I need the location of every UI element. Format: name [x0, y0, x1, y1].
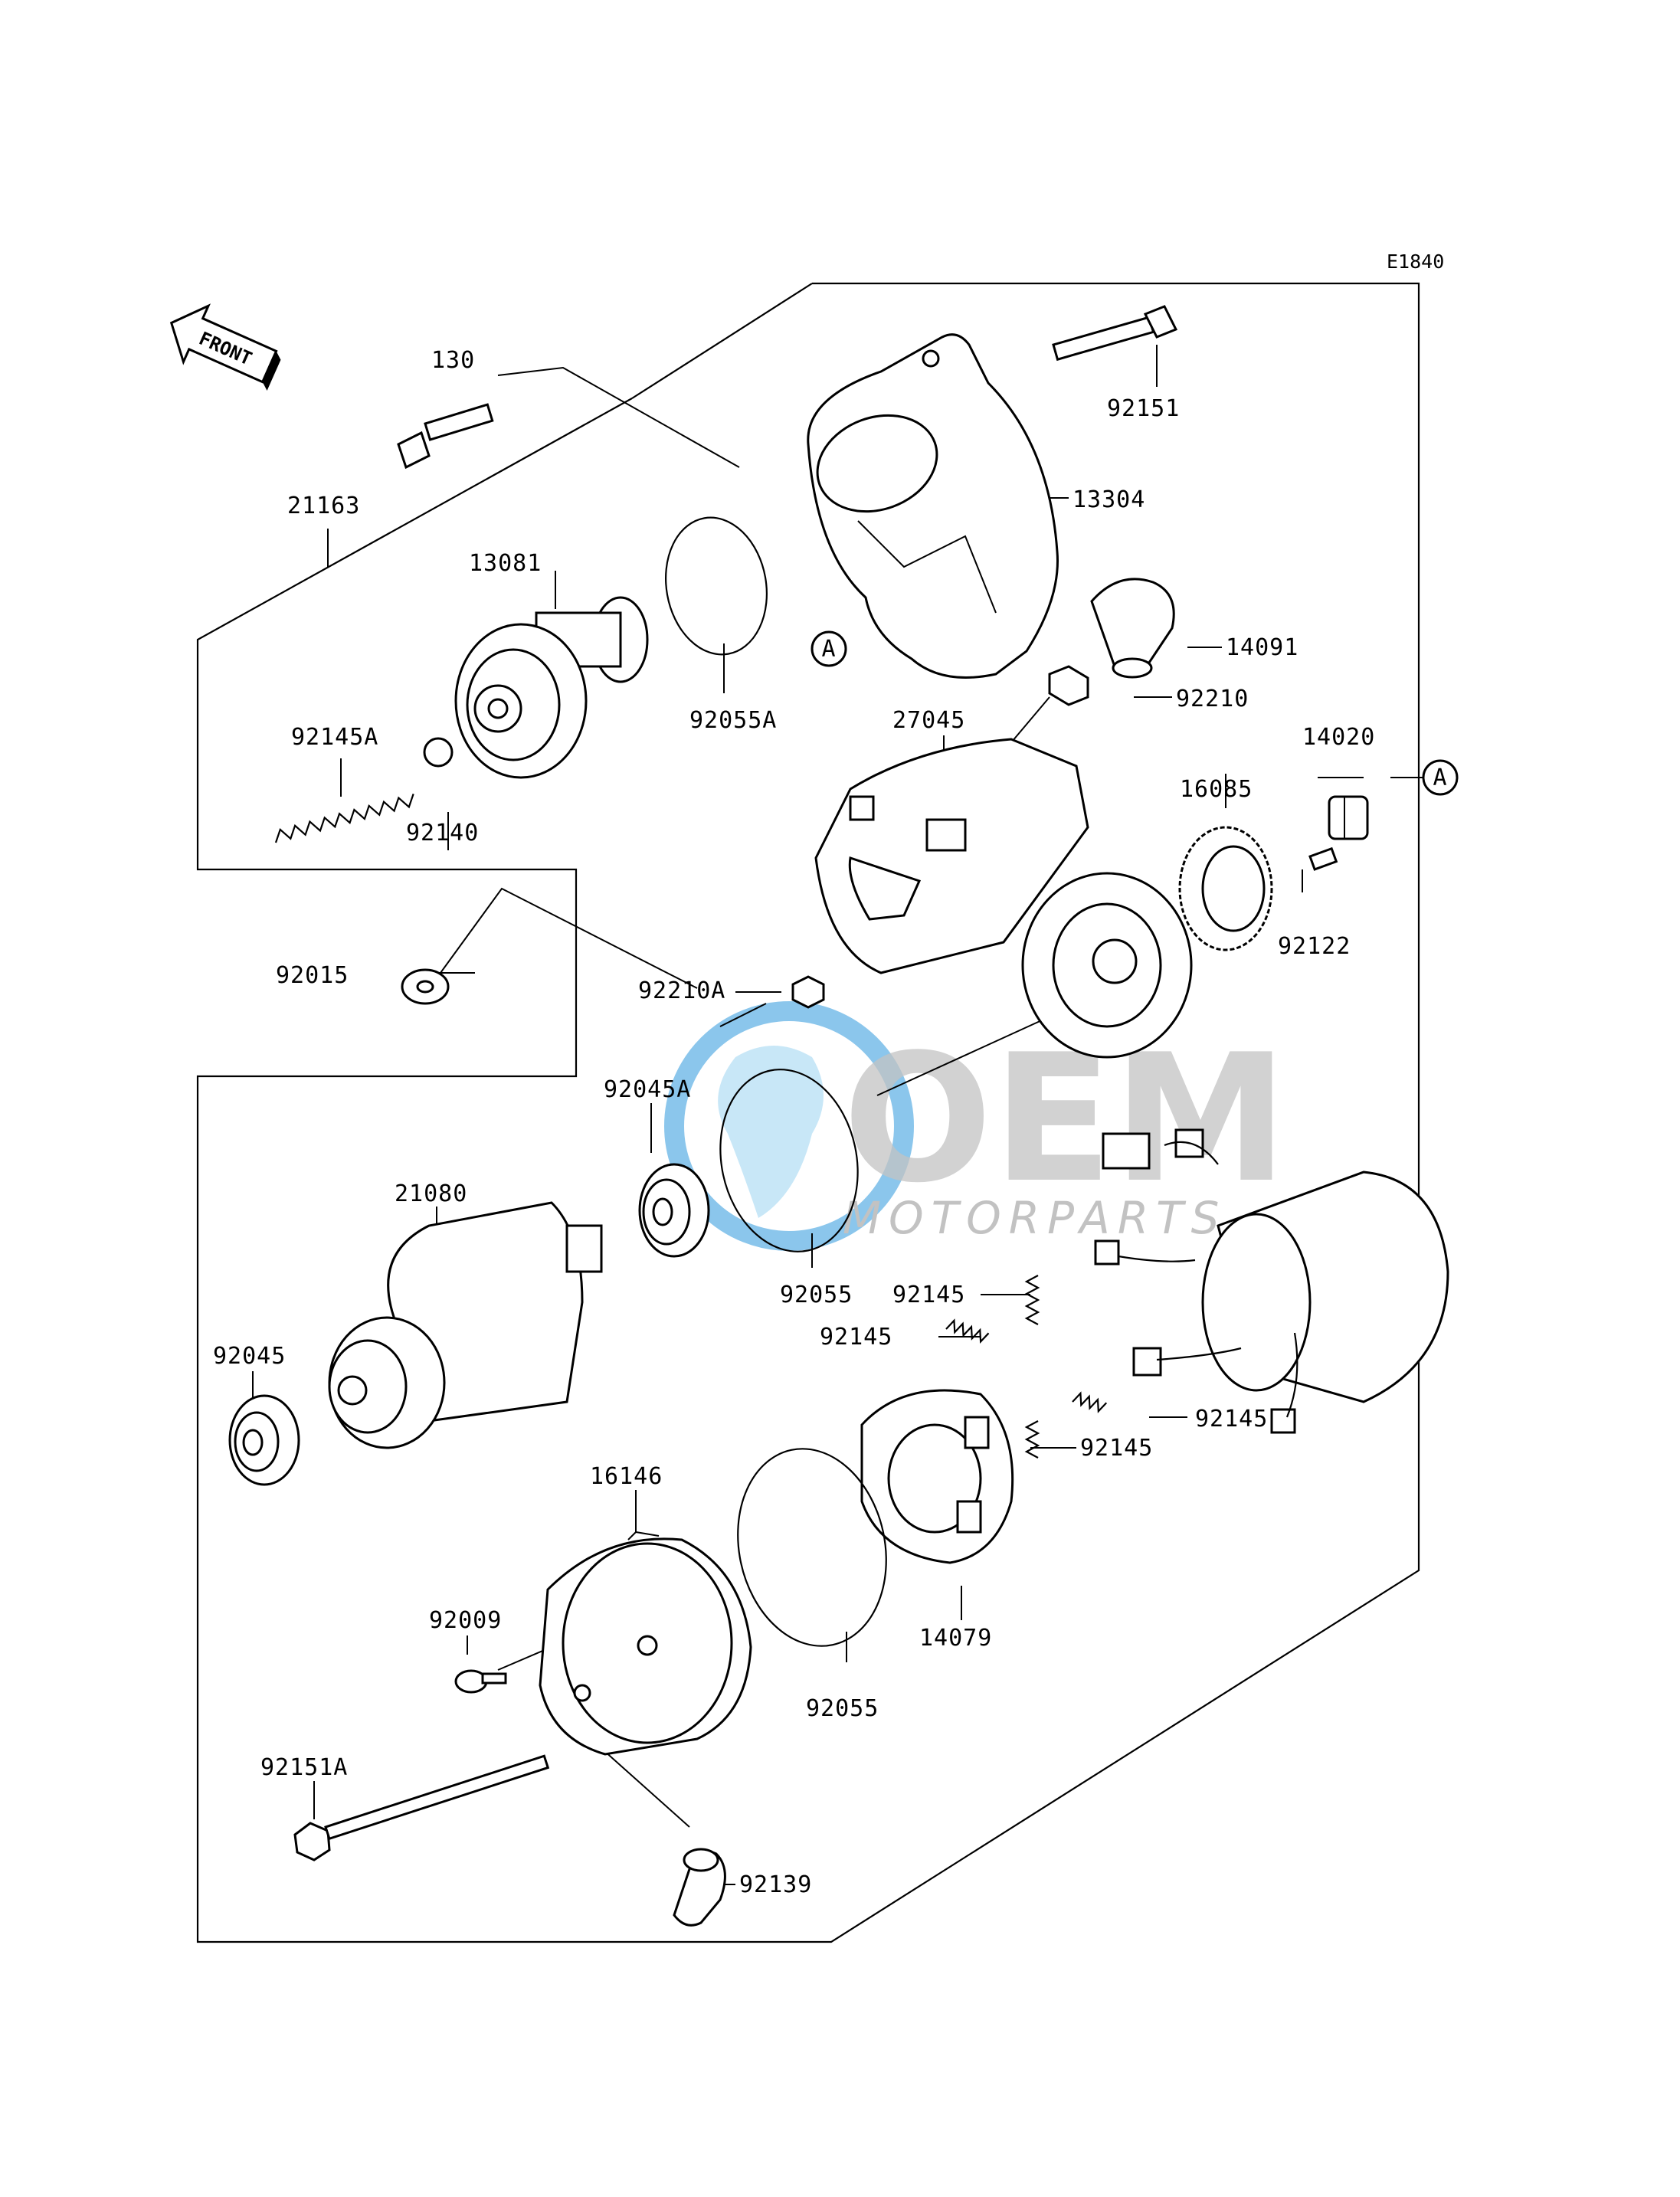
label-92055A: 92055A — [689, 707, 777, 734]
label-92122: 92122 — [1278, 933, 1351, 960]
part-92145-spring-a — [1024, 1275, 1040, 1325]
label-92145-a: 92145 — [892, 1282, 965, 1308]
part-92151A-long-bolt — [293, 1754, 550, 1861]
label-92145-c: 92145 — [1195, 1406, 1268, 1432]
part-92145A-spring — [274, 793, 414, 843]
part-14091-boot — [1090, 578, 1175, 679]
label-27045: 27045 — [892, 707, 965, 734]
part-92055-oring-lower — [737, 1448, 887, 1647]
part-92210-nut — [1048, 665, 1089, 706]
part-92015-washer — [401, 968, 450, 1005]
ref-mark-a-right-text: A — [1433, 765, 1447, 791]
part-27045-motor-body — [814, 738, 1193, 1059]
leader-lines — [252, 345, 1440, 1885]
part-92045A-bearing — [638, 1163, 710, 1258]
label-14079: 14079 — [919, 1625, 992, 1652]
label-92055-lower: 92055 — [806, 1695, 879, 1722]
ref-mark-a-left-text: A — [821, 636, 836, 663]
label-92045A: 92045A — [604, 1076, 691, 1103]
part-92055A-oring — [665, 516, 768, 656]
watermark-brand: OEM — [843, 1017, 1289, 1222]
label-92045: 92045 — [213, 1343, 286, 1370]
front-arrow-shadow — [262, 351, 281, 391]
part-92009-screw — [454, 1669, 507, 1694]
label-16146: 16146 — [590, 1463, 663, 1490]
label-13304: 13304 — [1073, 486, 1145, 513]
watermark-continent — [718, 1046, 824, 1218]
label-92145A: 92145A — [291, 724, 378, 751]
part-92151-bolt — [1052, 305, 1178, 362]
label-130: 130 — [431, 347, 475, 374]
ref-mark-a-right: A — [1422, 759, 1459, 796]
part-92045-bearing — [228, 1394, 300, 1486]
part-16085-gear — [1178, 826, 1273, 951]
label-92145-d: 92145 — [1080, 1435, 1153, 1462]
label-92151A: 92151A — [260, 1754, 348, 1781]
ref-mark-a-left: A — [811, 630, 847, 667]
part-92140-ball — [423, 737, 454, 768]
part-13081-clutch — [454, 596, 649, 779]
part-130-bolt — [397, 403, 494, 470]
part-92139-boot — [673, 1848, 726, 1927]
label-92055-upper: 92055 — [780, 1282, 853, 1308]
diagram-code: E1840 — [1387, 250, 1444, 273]
part-92210A-nut — [791, 975, 825, 1009]
part-13304-housing — [807, 333, 1059, 679]
label-14020: 14020 — [1302, 724, 1375, 751]
label-92009: 92009 — [429, 1607, 502, 1634]
part-14079-brush-holder — [860, 1389, 1014, 1564]
part-yoke-field — [1094, 1128, 1449, 1434]
part-92145-spring-c — [1072, 1391, 1108, 1413]
part-92145-spring-d — [1024, 1420, 1040, 1459]
part-21080-armature — [328, 1201, 603, 1449]
label-92210: 92210 — [1176, 686, 1249, 712]
label-21080: 21080 — [395, 1180, 467, 1207]
part-92055-oring-upper — [719, 1069, 859, 1252]
label-92139: 92139 — [739, 1871, 812, 1898]
label-16085: 16085 — [1180, 776, 1253, 803]
front-arrow: FRONT — [169, 303, 281, 391]
part-92122-pin — [1308, 846, 1338, 871]
watermark-sub: MOTORPARTS — [843, 1192, 1226, 1244]
label-21163: 21163 — [287, 493, 360, 519]
label-92210A: 92210A — [638, 977, 725, 1004]
watermark-globe — [664, 1001, 914, 1251]
kit-outline — [196, 282, 1420, 1943]
label-14091: 14091 — [1226, 634, 1298, 661]
watermark: OEM MOTORPARTS — [664, 1001, 1289, 1251]
part-labels: 130 92151 13304 21163 13081 92055A 14091… — [213, 347, 1375, 1898]
label-92145-b: 92145 — [820, 1324, 892, 1351]
label-92140: 92140 — [406, 820, 479, 846]
label-13081: 13081 — [469, 550, 542, 577]
part-14020-coupler — [1328, 795, 1369, 840]
label-92151: 92151 — [1107, 395, 1180, 422]
part-92145-spring-b — [945, 1318, 990, 1344]
part-16146-end-cover — [539, 1531, 752, 1756]
kit-outline-top — [631, 283, 813, 399]
label-92015: 92015 — [276, 962, 349, 989]
